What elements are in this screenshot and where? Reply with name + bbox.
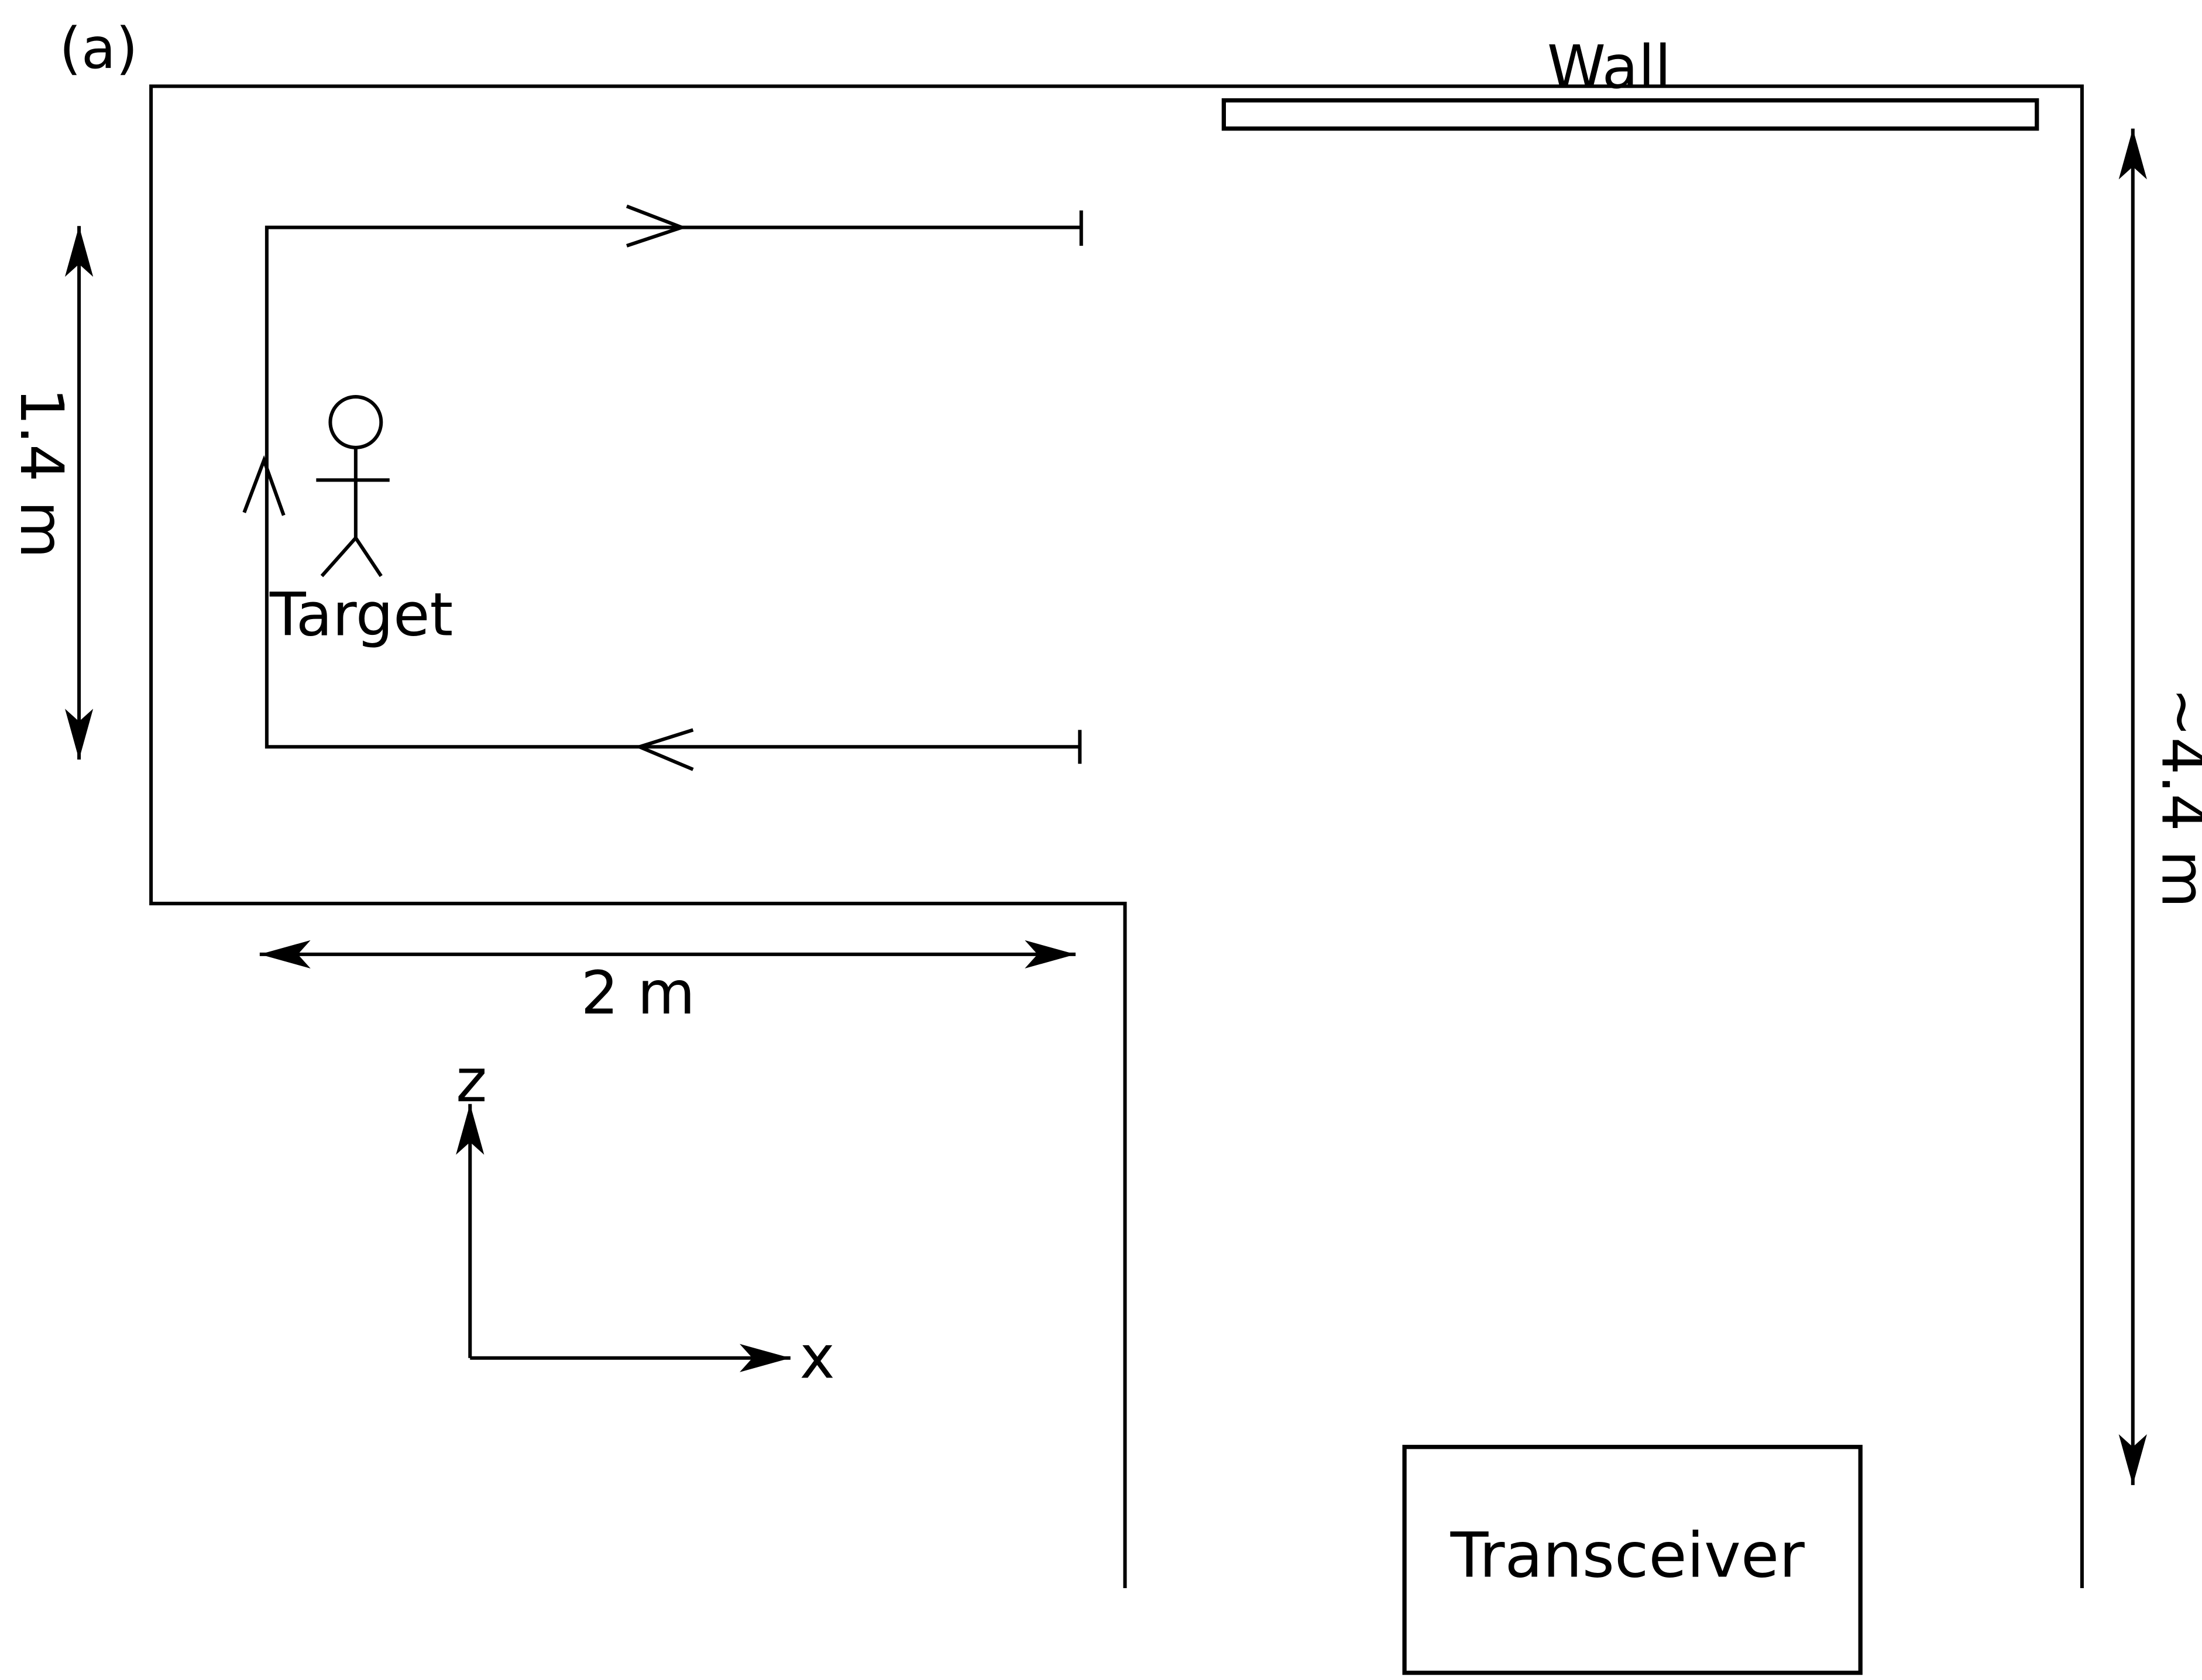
path-direction-arrow-up [242, 455, 286, 516]
target-label: Target [269, 580, 453, 650]
target-walking-path [242, 204, 1083, 771]
x-axis-label: x [800, 1323, 835, 1392]
transceiver-box [1402, 1445, 1863, 1675]
path-height-label: 1.4 m [7, 387, 76, 558]
room-wall-outline [149, 84, 2084, 1588]
coordinate-axes: z x [456, 1046, 835, 1392]
target-person-icon [316, 395, 390, 578]
wall-slab [1221, 98, 2039, 131]
panel-label: (a) [59, 15, 138, 81]
z-axis-label: z [456, 1046, 487, 1115]
path-line [264, 225, 1081, 749]
path-direction-arrow-right [626, 204, 688, 248]
path-direction-arrow-left [634, 728, 694, 771]
path-width-label: 2 m [581, 958, 695, 1028]
room-depth-label: ~4.4 m [2148, 688, 2202, 908]
transceiver-label: Transceiver [1450, 1520, 1805, 1592]
wall-label: Wall [1547, 33, 1671, 102]
